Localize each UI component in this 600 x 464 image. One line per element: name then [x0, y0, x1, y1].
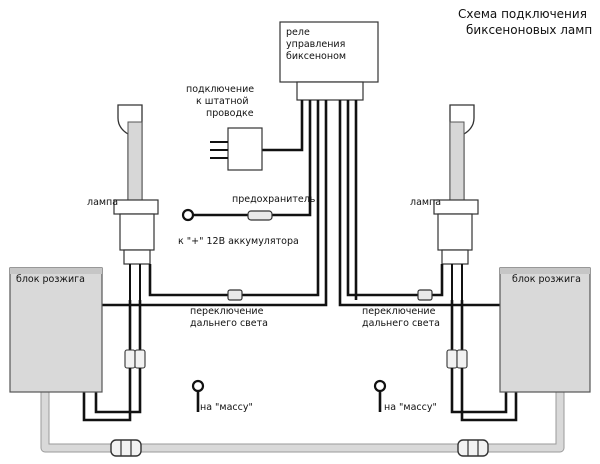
relay-label-line2: управления	[286, 39, 345, 50]
harness-connector-left	[110, 439, 142, 457]
relay-label-line1: реле	[286, 27, 310, 38]
relay-label-line3: биксеноном	[286, 51, 346, 62]
standard-wiring-plug	[210, 127, 263, 171]
battery-label: к "+" 12В аккумулятора	[178, 236, 299, 247]
highbeam-right-line1: переключение	[362, 306, 436, 317]
harness-cable	[40, 390, 565, 453]
ground-right	[373, 379, 387, 412]
lamp-right-label: лампа	[410, 197, 441, 208]
highbeam-right-line2: дальнего света	[362, 318, 440, 329]
lamp-right	[432, 104, 479, 300]
relay-box: реле управления биксеноном	[279, 21, 379, 101]
diagram-title-line1: Схема подключения	[458, 7, 587, 21]
ignition-left-label: блок розжига	[16, 274, 85, 285]
lamp-left-label: лампа	[87, 197, 118, 208]
ignition-unit-right	[499, 267, 591, 393]
right-lamp-to-ignition-wires	[446, 300, 518, 422]
harness-connector-right	[457, 439, 489, 457]
lamp-left	[113, 104, 228, 300]
diagram-title-line2: биксеноновых ламп	[466, 23, 592, 37]
ground-left	[191, 379, 205, 412]
ground-right-label: на "массу"	[384, 402, 437, 413]
ignition-right-label: блок розжига	[512, 274, 581, 285]
highbeam-left-line2: дальнего света	[190, 318, 268, 329]
highbeam-left-line1: переключение	[190, 306, 264, 317]
standard-wiring-label-line1: подключение	[186, 84, 254, 95]
standard-wiring-label-line3: проводке	[206, 108, 254, 119]
ground-left-label: на "массу"	[200, 402, 253, 413]
left-lamp-to-ignition-wires	[82, 300, 146, 422]
highbeam-connector-left	[227, 289, 243, 301]
fuse	[181, 208, 273, 222]
fuse-label: предохранитель	[232, 194, 316, 205]
standard-wiring-label-line2: к штатной	[196, 96, 249, 107]
ignition-unit-left	[9, 267, 103, 393]
highbeam-connector-right	[417, 289, 433, 301]
